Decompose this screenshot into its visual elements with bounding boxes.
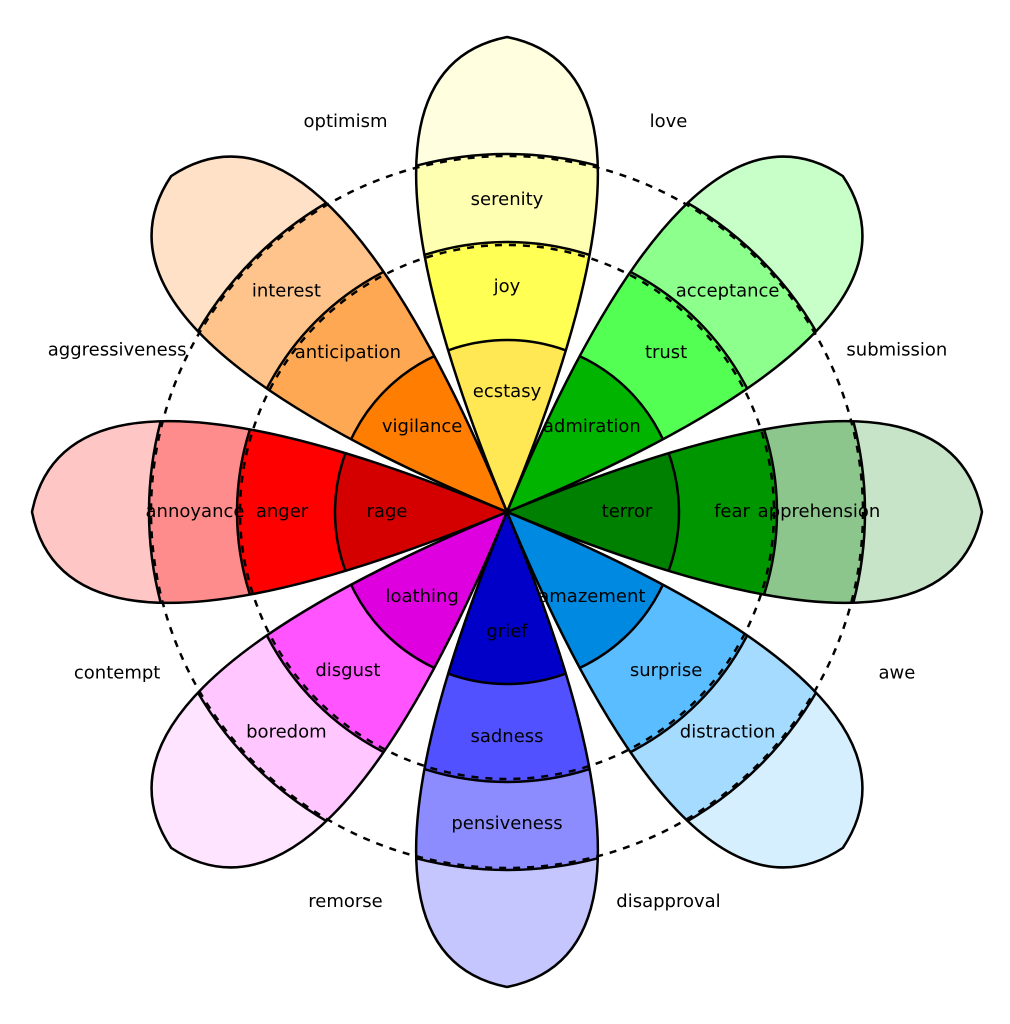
dyad-label-contempt: contempt	[74, 662, 160, 683]
petal-red-ring-line-3	[147, 421, 212, 603]
petal-orange-outline	[150, 155, 510, 515]
petal-light-green	[507, 156, 863, 512]
petal-light-green-ring-1	[507, 353, 666, 512]
petal-indigo-outline	[415, 508, 599, 989]
emotion-label-annoyance: annoyance	[146, 501, 245, 522]
petal-orange-ring-1	[348, 353, 507, 512]
petal-blue-outline	[504, 509, 864, 869]
petal-outlines	[30, 35, 984, 989]
emotion-label-trust: trust	[645, 342, 687, 363]
emotion-label-anger: anger	[256, 501, 309, 522]
emotion-label-vigilance: vigilance	[382, 416, 463, 437]
petal-orange	[151, 156, 507, 512]
emotion-label-serenity: serenity	[471, 189, 544, 210]
emotion-label-sadness: sadness	[470, 726, 543, 747]
emotion-label-boredom: boredom	[246, 722, 327, 743]
emotion-label-ecstasy: ecstasy	[473, 381, 542, 402]
dyad-label-submission: submission	[846, 340, 947, 361]
dyad-label-aggressiveness: aggressiveness	[48, 340, 187, 361]
petal-magenta-ring-1	[348, 512, 507, 671]
emotion-label-acceptance: acceptance	[676, 280, 780, 301]
petal-yellow-ring-1	[441, 339, 573, 512]
emotion-label-distraction: distraction	[680, 722, 776, 743]
dyad-labels: love submission awe disapproval remorse conte…	[48, 111, 948, 912]
emotion-label-surprise: surprise	[630, 660, 702, 681]
emotion-label-terror: terror	[602, 501, 653, 522]
petal-red-outline	[30, 420, 511, 604]
petal-dark-green-ring-1	[507, 446, 680, 578]
dyad-label-awe: awe	[878, 662, 915, 683]
inner-dashed-circle	[238, 243, 776, 781]
emotion-label-loathing: loathing	[385, 586, 458, 607]
petal-dark-green-outline	[503, 420, 984, 604]
petal-dark-green-ring-line-3	[802, 421, 867, 603]
petal-blue-ring-1	[507, 512, 666, 671]
dyad-label-love: love	[650, 111, 688, 132]
emotion-label-admiration: admiration	[543, 416, 641, 437]
dyad-label-disapproval: disapproval	[616, 891, 720, 912]
emotion-label-apprehension: apprehension	[758, 501, 881, 522]
petal-indigo-ring-line-2	[416, 734, 598, 784]
dyad-label-remorse: remorse	[308, 891, 382, 912]
petal-yellow-ring-line-2	[416, 240, 598, 290]
emotion-label-fear: fear	[714, 501, 750, 522]
petal-blue	[507, 512, 863, 868]
petal-indigo-ring-line-3	[416, 807, 598, 872]
emotion-label-pensiveness: pensiveness	[451, 813, 562, 834]
petal-magenta-outline	[150, 509, 510, 869]
petal-dark-green-ring-line-2	[729, 421, 779, 603]
petal-red-ring-1	[334, 446, 507, 578]
emotion-label-disgust: disgust	[315, 660, 380, 681]
emotion-label-rage: rage	[367, 501, 408, 522]
emotion-label-amazement: amazement	[538, 586, 645, 607]
emotion-label-grief: grief	[486, 621, 528, 642]
dyad-label-optimism: optimism	[304, 111, 388, 132]
emotion-label-anticipation: anticipation	[295, 342, 401, 363]
petal-light-green-outline	[504, 155, 864, 515]
emotion-labels: ecstasy joy serenity admiration trust accepta…	[146, 189, 881, 834]
petal-red-ring-line-2	[235, 421, 285, 603]
emotion-label-joy: joy	[493, 276, 521, 297]
petal-yellow-outline	[415, 35, 599, 516]
petal-yellow-ring-line-3	[416, 152, 598, 217]
emotion-label-interest: interest	[252, 280, 321, 301]
outer-dashed-circle	[149, 154, 865, 870]
petal-indigo-ring-1	[441, 512, 573, 685]
petal-magenta	[151, 512, 507, 868]
